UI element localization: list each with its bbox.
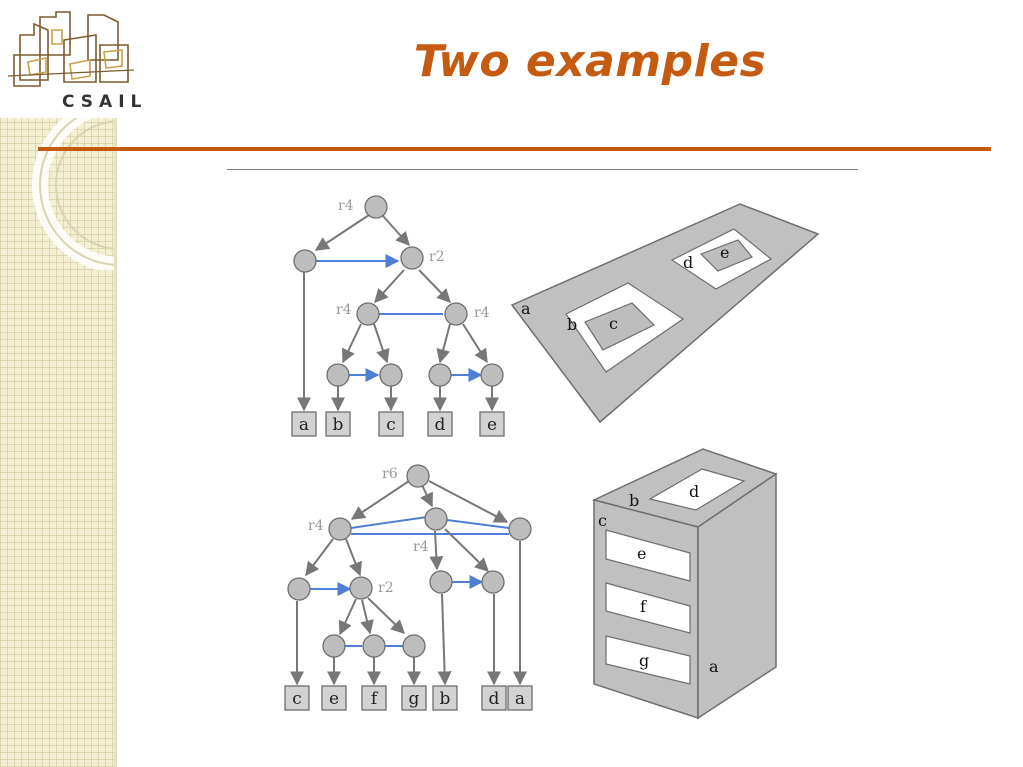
- ex2-leaf-box: [284, 685, 310, 711]
- ex2-node: [287, 577, 311, 601]
- ex1-right-node: [400, 246, 424, 270]
- ex1-root-label: r4: [338, 198, 354, 214]
- ex2-drawer-f: [605, 582, 691, 634]
- ex1-leaf-box: [479, 411, 505, 437]
- ex1-left-child-label: r4: [336, 302, 352, 318]
- ex1-region-e: [699, 239, 753, 272]
- ex1-leaf-label: c: [386, 415, 396, 435]
- title-underline: [38, 147, 991, 151]
- ex1-leaf-label: e: [487, 415, 497, 435]
- ex1-node: [480, 363, 504, 387]
- ex2-middle-label: r4: [413, 539, 429, 555]
- ex2-left-label: r4: [308, 518, 324, 534]
- ex2-pic-label-f: f: [640, 597, 647, 616]
- ex2-leaf-label: c: [292, 689, 302, 709]
- ex2-inner-node: [349, 576, 373, 600]
- ex2-leaf-label: e: [329, 689, 339, 709]
- ex1-left-child-node: [356, 302, 380, 326]
- ex1-leaf-label: a: [299, 415, 309, 435]
- figure-top-rule: [227, 169, 858, 170]
- ex2-region-d: [648, 468, 746, 511]
- ex2-drawer-g: [605, 635, 691, 685]
- ex2-pic-label-c: c: [598, 511, 607, 530]
- ex1-root-node: [364, 195, 388, 219]
- example2-tree: r6 r4 r4 r2 c e f g b d a: [284, 464, 533, 711]
- example1-picture: a b c d e: [510, 203, 820, 424]
- ex1-node: [379, 363, 403, 387]
- slide-title: Two examples: [413, 36, 767, 87]
- decorative-rings: [32, 110, 114, 270]
- ex2-leaf-label: f: [371, 689, 379, 709]
- ex1-leaf-label: d: [435, 415, 446, 435]
- ex1-node: [428, 363, 452, 387]
- ex2-right-node: [508, 517, 532, 541]
- ex2-node: [322, 634, 346, 658]
- ex2-cabinet-side: [697, 472, 777, 720]
- ex1-left-node: [293, 249, 317, 273]
- ex2-root-node: [406, 464, 430, 488]
- ex2-leaf-label: a: [515, 689, 525, 709]
- ex1-pic-label-a: a: [521, 299, 531, 318]
- ex1-node: [326, 363, 350, 387]
- ex2-node: [481, 570, 505, 594]
- ex2-leaf-label: g: [409, 689, 420, 709]
- ex2-node: [429, 570, 453, 594]
- ex2-leaf-box: [361, 685, 387, 711]
- ex2-left-node: [328, 517, 352, 541]
- csail-logo-text: CSAIL: [62, 92, 148, 112]
- ex2-leaf-box: [507, 685, 533, 711]
- ex2-leaf-label: b: [440, 689, 451, 709]
- ex2-middle-node: [424, 507, 448, 531]
- ex2-root-label: r6: [382, 466, 398, 482]
- ex1-leaf-box: [427, 411, 453, 437]
- ex2-node: [402, 634, 426, 658]
- ex2-leaf-box: [321, 685, 347, 711]
- ex1-right-child-label: r4: [474, 305, 490, 321]
- ex1-pic-label-c: c: [609, 314, 618, 333]
- ex1-leaf-box: [291, 411, 317, 437]
- ex2-inner-label: r2: [378, 580, 394, 596]
- ex2-pic-label-g: g: [639, 651, 649, 670]
- example1-tree: r4 r2 r4 r4 a b c d e: [291, 195, 505, 437]
- ex1-leaf-box: [325, 411, 351, 437]
- ex2-pic-label-a: a: [709, 657, 719, 676]
- ex1-right-child-node: [444, 302, 468, 326]
- ex1-region-c: [584, 302, 656, 351]
- ex2-leaf-box: [401, 685, 427, 711]
- csail-logo: CSAIL: [0, 0, 172, 118]
- ex2-pic-label-d: d: [689, 482, 699, 501]
- ex2-node: [362, 634, 386, 658]
- csail-logo-mark: [7, 11, 135, 87]
- ex1-leaf-box: [378, 411, 404, 437]
- ex2-leaf-box: [432, 685, 458, 711]
- ex2-pic-label-e: e: [637, 544, 646, 563]
- example2-picture: b c d e f g a: [591, 448, 778, 720]
- ex1-leaf-label: b: [333, 415, 344, 435]
- ex2-leaf-label: d: [489, 689, 500, 709]
- ex1-right-label: r2: [429, 249, 445, 265]
- ex2-pic-label-b: b: [629, 491, 639, 510]
- ex1-pic-label-d: d: [683, 253, 693, 272]
- ex1-pic-label-e: e: [720, 243, 729, 262]
- ex2-drawer-e: [605, 529, 691, 582]
- ex1-pic-label-b: b: [567, 315, 577, 334]
- ex2-leaf-box: [481, 685, 507, 711]
